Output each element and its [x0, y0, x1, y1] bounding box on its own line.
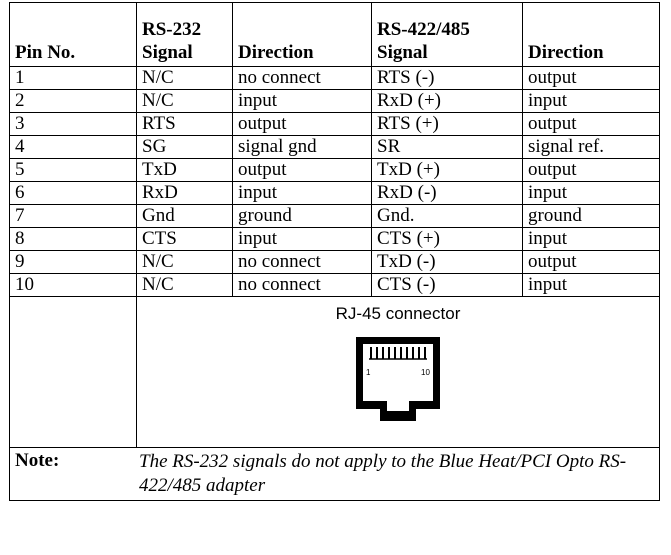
- connector-pin-first: 1: [366, 368, 371, 377]
- rs232-direction-cell: no connect: [232, 66, 372, 90]
- connector-cell: RJ-45 connector 1 10: [136, 296, 660, 448]
- rs232-signal-cell: N/C: [136, 273, 233, 297]
- rs232-direction-cell: output: [232, 158, 372, 182]
- header-direction-232: Direction: [232, 2, 372, 67]
- rs232-signal-cell: N/C: [136, 66, 233, 90]
- rs232-direction-cell: input: [232, 181, 372, 205]
- rs422-signal-cell: TxD (+): [371, 158, 523, 182]
- pin-number-cell: 1: [9, 66, 137, 90]
- rs232-signal-cell: RxD: [136, 181, 233, 205]
- rs422-signal-cell: RTS (-): [371, 66, 523, 90]
- rs422-direction-cell: input: [522, 227, 660, 251]
- rs232-direction-cell: output: [232, 112, 372, 136]
- rs422-direction-cell: output: [522, 66, 660, 90]
- rs422-signal-cell: RTS (+): [371, 112, 523, 136]
- pin-number-cell: 7: [9, 204, 137, 228]
- table-row: 10 N/C no connect CTS (-) input: [9, 273, 660, 297]
- rs422-direction-cell: output: [522, 250, 660, 274]
- rs232-direction-cell: signal gnd: [232, 135, 372, 159]
- rs232-direction-cell: no connect: [232, 250, 372, 274]
- table-row: 1 N/C no connect RTS (-) output: [9, 66, 660, 90]
- rs422-signal-cell: RxD (-): [371, 181, 523, 205]
- table-row: 5 TxD output TxD (+) output: [9, 158, 660, 182]
- rs232-direction-cell: input: [232, 227, 372, 251]
- rs232-signal-cell: CTS: [136, 227, 233, 251]
- table-row: 9 N/C no connect TxD (-) output: [9, 250, 660, 274]
- pin-number-cell: 4: [9, 135, 137, 159]
- rs422-signal-cell: CTS (+): [371, 227, 523, 251]
- rj45-connector-icon: 1 10: [356, 337, 440, 421]
- pin-number-cell: 5: [9, 158, 137, 182]
- rs422-signal-cell: Gnd.: [371, 204, 523, 228]
- pin-number-cell: 8: [9, 227, 137, 251]
- note-label: Note:: [15, 450, 60, 471]
- rs422-direction-cell: input: [522, 181, 660, 205]
- rs422-signal-cell: TxD (-): [371, 250, 523, 274]
- rs232-signal-cell: Gnd: [136, 204, 233, 228]
- table-row: 6 RxD input RxD (-) input: [9, 181, 660, 205]
- rs422-direction-cell: output: [522, 158, 660, 182]
- rs422-signal-cell: SR: [371, 135, 523, 159]
- rs422-signal-cell: RxD (+): [371, 89, 523, 113]
- header-pin-no: Pin No.: [9, 2, 137, 67]
- table-row: 2 N/C input RxD (+) input: [9, 89, 660, 113]
- rs422-direction-cell: output: [522, 112, 660, 136]
- note-row: Note: The RS-232 signals do not apply to …: [9, 447, 660, 501]
- connector-row: RJ-45 connector 1 10: [9, 296, 660, 448]
- rs232-direction-cell: input: [232, 89, 372, 113]
- pin-number-cell: 6: [9, 181, 137, 205]
- rs422-direction-cell: ground: [522, 204, 660, 228]
- table-row: 7 Gnd ground Gnd. ground: [9, 204, 660, 228]
- pin-number-cell: 10: [9, 273, 137, 297]
- rs422-direction-cell: input: [522, 273, 660, 297]
- table-row: 3 RTS output RTS (+) output: [9, 112, 660, 136]
- connector-pin-last: 10: [421, 368, 430, 377]
- pin-number-cell: 9: [9, 250, 137, 274]
- note-cell: Note: The RS-232 signals do not apply to …: [9, 447, 660, 501]
- rs232-direction-cell: no connect: [232, 273, 372, 297]
- rs422-direction-cell: input: [522, 89, 660, 113]
- rs232-signal-cell: N/C: [136, 89, 233, 113]
- table-row: 8 CTS input CTS (+) input: [9, 227, 660, 251]
- connector-caption: RJ-45 connector: [335, 304, 461, 323]
- note-text: The RS-232 signals do not apply to the B…: [139, 451, 627, 496]
- rs232-direction-cell: ground: [232, 204, 372, 228]
- rs422-signal-cell: CTS (-): [371, 273, 523, 297]
- rs232-signal-cell: TxD: [136, 158, 233, 182]
- table-row: 4 SG signal gnd SR signal ref.: [9, 135, 660, 159]
- pin-number-cell: 3: [9, 112, 137, 136]
- rs232-signal-cell: RTS: [136, 112, 233, 136]
- header-direction-422: Direction: [522, 2, 660, 67]
- pin-number-cell: 2: [9, 89, 137, 113]
- rs232-signal-cell: SG: [136, 135, 233, 159]
- rs422-direction-cell: signal ref.: [522, 135, 660, 159]
- rs232-signal-cell: N/C: [136, 250, 233, 274]
- connector-blank-cell: [9, 296, 137, 448]
